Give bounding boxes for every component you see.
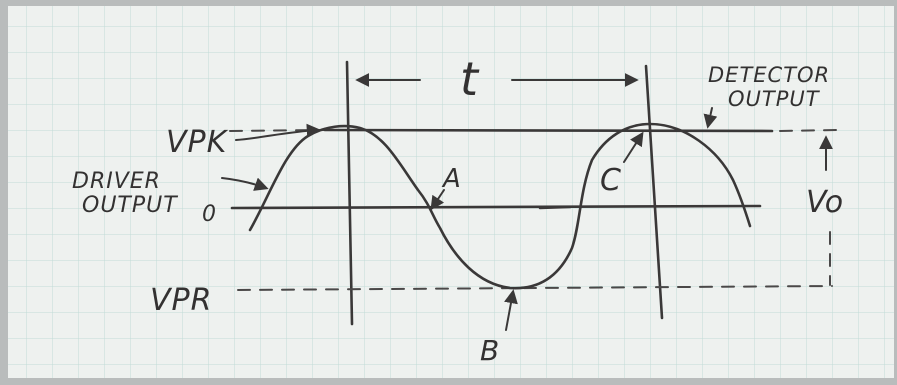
zero-level-overlap — [538, 205, 572, 210]
vo-label: Vo — [806, 185, 843, 220]
vpk-label: VPK — [166, 125, 229, 160]
vpk-arrow — [235, 123, 321, 141]
point-c-label: C — [600, 163, 621, 198]
time-marker-right — [644, 64, 664, 320]
point-a-arrow — [430, 189, 445, 211]
point-c-arrow — [623, 131, 644, 163]
point-b-label: B — [480, 334, 499, 367]
driver-output-line1: DRIVER — [72, 169, 161, 194]
detector-output-line1: DETECTOR — [708, 63, 830, 87]
waveform-curve — [248, 122, 752, 290]
point-a-label: A — [441, 164, 461, 194]
point-b-arrow — [504, 289, 518, 331]
peak-level-line — [323, 128, 774, 133]
peak-dash-left — [229, 129, 326, 132]
vpr-label: VPR — [150, 283, 212, 318]
driver-output-arrow — [221, 177, 269, 191]
detector-output-line2: OUTPUT — [728, 87, 821, 111]
peak-dash-right — [779, 129, 839, 132]
t-label: t — [460, 52, 480, 106]
zero-label: 0 — [202, 202, 216, 227]
grid-lines — [8, 6, 894, 378]
zero-level-line — [230, 204, 762, 210]
driver-output-line2: OUTPUT — [82, 193, 178, 218]
detector-output-arrow — [703, 107, 718, 129]
time-marker-left — [345, 60, 354, 326]
valley-dash-line — [237, 285, 833, 291]
